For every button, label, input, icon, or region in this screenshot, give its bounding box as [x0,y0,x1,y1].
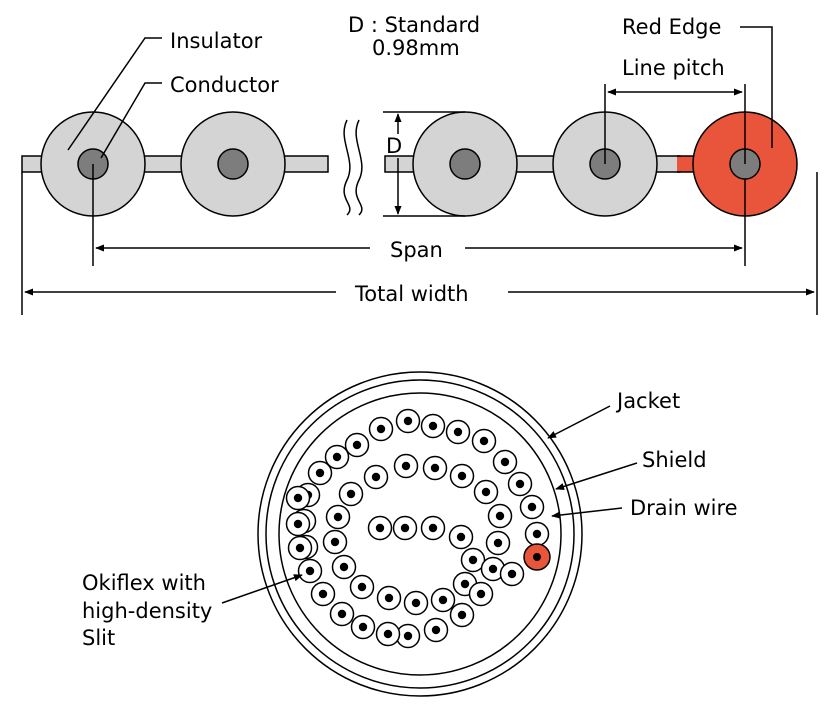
spiral-wire-conductor [376,424,386,434]
spiral-wire-conductor [495,511,505,521]
spiral-wire-conductor [476,589,486,599]
spiral-wire-conductor [453,427,463,437]
conductor-circle [449,148,481,180]
spiral-wire-conductor [315,468,325,478]
spiral-wire-conductor [358,622,368,632]
spiral-wire-conductor [357,582,367,592]
spiral-wire-conductor [337,609,347,619]
drain-wire [523,543,551,571]
jacket-leader-line [547,405,611,439]
spiral-wire-conductor [411,598,421,608]
d-standard-label: D : Standard [348,13,480,37]
spiral-wire-conductor [493,538,503,548]
spiral-wire-conductor [430,463,440,473]
spiral-wire-conductor [352,440,362,450]
spiral-wire-conductor [295,543,305,553]
spiral-wire-conductor [333,512,343,522]
spiral-wire-conductor [460,579,470,589]
okiflex-label-line3: Slit [82,626,115,650]
wire-2 [180,111,286,217]
spiral-wire-conductor [515,479,525,489]
spiral-wire-conductor [371,472,381,482]
wire-3 [412,111,518,217]
spiral-wire-conductor [330,537,340,547]
conductor-leader-line [100,82,162,159]
red-edge-label: Red Edge [622,15,721,39]
total-width-label: Total width [354,282,469,306]
break-symbol [343,119,351,216]
spiral-wires [285,408,550,649]
spiral-wire-conductor [500,457,510,467]
spiral-wire-conductor [527,502,537,512]
drain-wire-label: Drain wire [630,496,738,520]
line-pitch-label: Line pitch [622,56,725,80]
spiral-wire-conductor [488,564,498,574]
spiral-wire-conductor [346,489,356,499]
d-label: D [386,134,402,158]
insulator-label: Insulator [170,29,263,53]
spiral-wire-conductor [438,595,448,605]
spiral-wire-conductor [400,523,410,533]
spiral-wire-conductor [532,529,542,539]
red-edge-leader-line [740,26,773,148]
shield-leader-line [555,462,638,490]
spiral-wire-conductor [468,555,478,565]
flat-cable: D D : Standard 0.98mm Insulator Conducto… [21,13,818,315]
spiral-wire-conductor [481,487,491,497]
insulator-leader-line [67,37,162,151]
shield-circle [278,392,562,676]
d-standard-value: 0.98mm [372,36,460,60]
spiral-wire-conductor [403,416,413,426]
spiral-wire-conductor [305,566,315,576]
okiflex-leader-line [221,574,303,604]
spiral-wire-conductor [332,452,342,462]
spiral-wire-conductor [431,625,441,635]
okiflex-label-line1: Okiflex with [82,571,206,595]
jacket-inner-circle [265,379,575,689]
spiral-wire-conductor [428,523,438,533]
spiral-wire-conductor [339,562,349,572]
drain-wire-leader-line [551,507,623,519]
spiral-wire-conductor [375,523,385,533]
drain-wire-dot [533,553,541,561]
conductor-label: Conductor [170,73,279,97]
shield-label: Shield [642,448,707,472]
conductor-circle [217,148,249,180]
okiflex-label-line2: high-density [82,599,212,623]
spiral-wire-conductor [384,593,394,603]
spiral-wire-conductor [479,436,489,446]
round-cable: Jacket Shield Drain wire Okiflex with hi… [82,371,738,697]
spiral-wire-conductor [456,532,466,542]
spiral-wire-conductor [457,471,467,481]
spiral-wire-conductor [318,589,328,599]
spiral-wire-conductor [293,493,303,503]
spiral-wire-conductor [428,421,438,431]
spiral-wire-conductor [457,610,467,620]
jacket-label: Jacket [615,389,680,413]
spiral-wire-conductor [507,569,517,579]
spiral-wire-conductor [401,461,411,471]
span-label: Span [390,238,443,262]
spiral-wire-conductor [403,631,413,641]
spiral-wire-conductor [383,629,393,639]
spiral-wire-conductor [293,519,303,529]
